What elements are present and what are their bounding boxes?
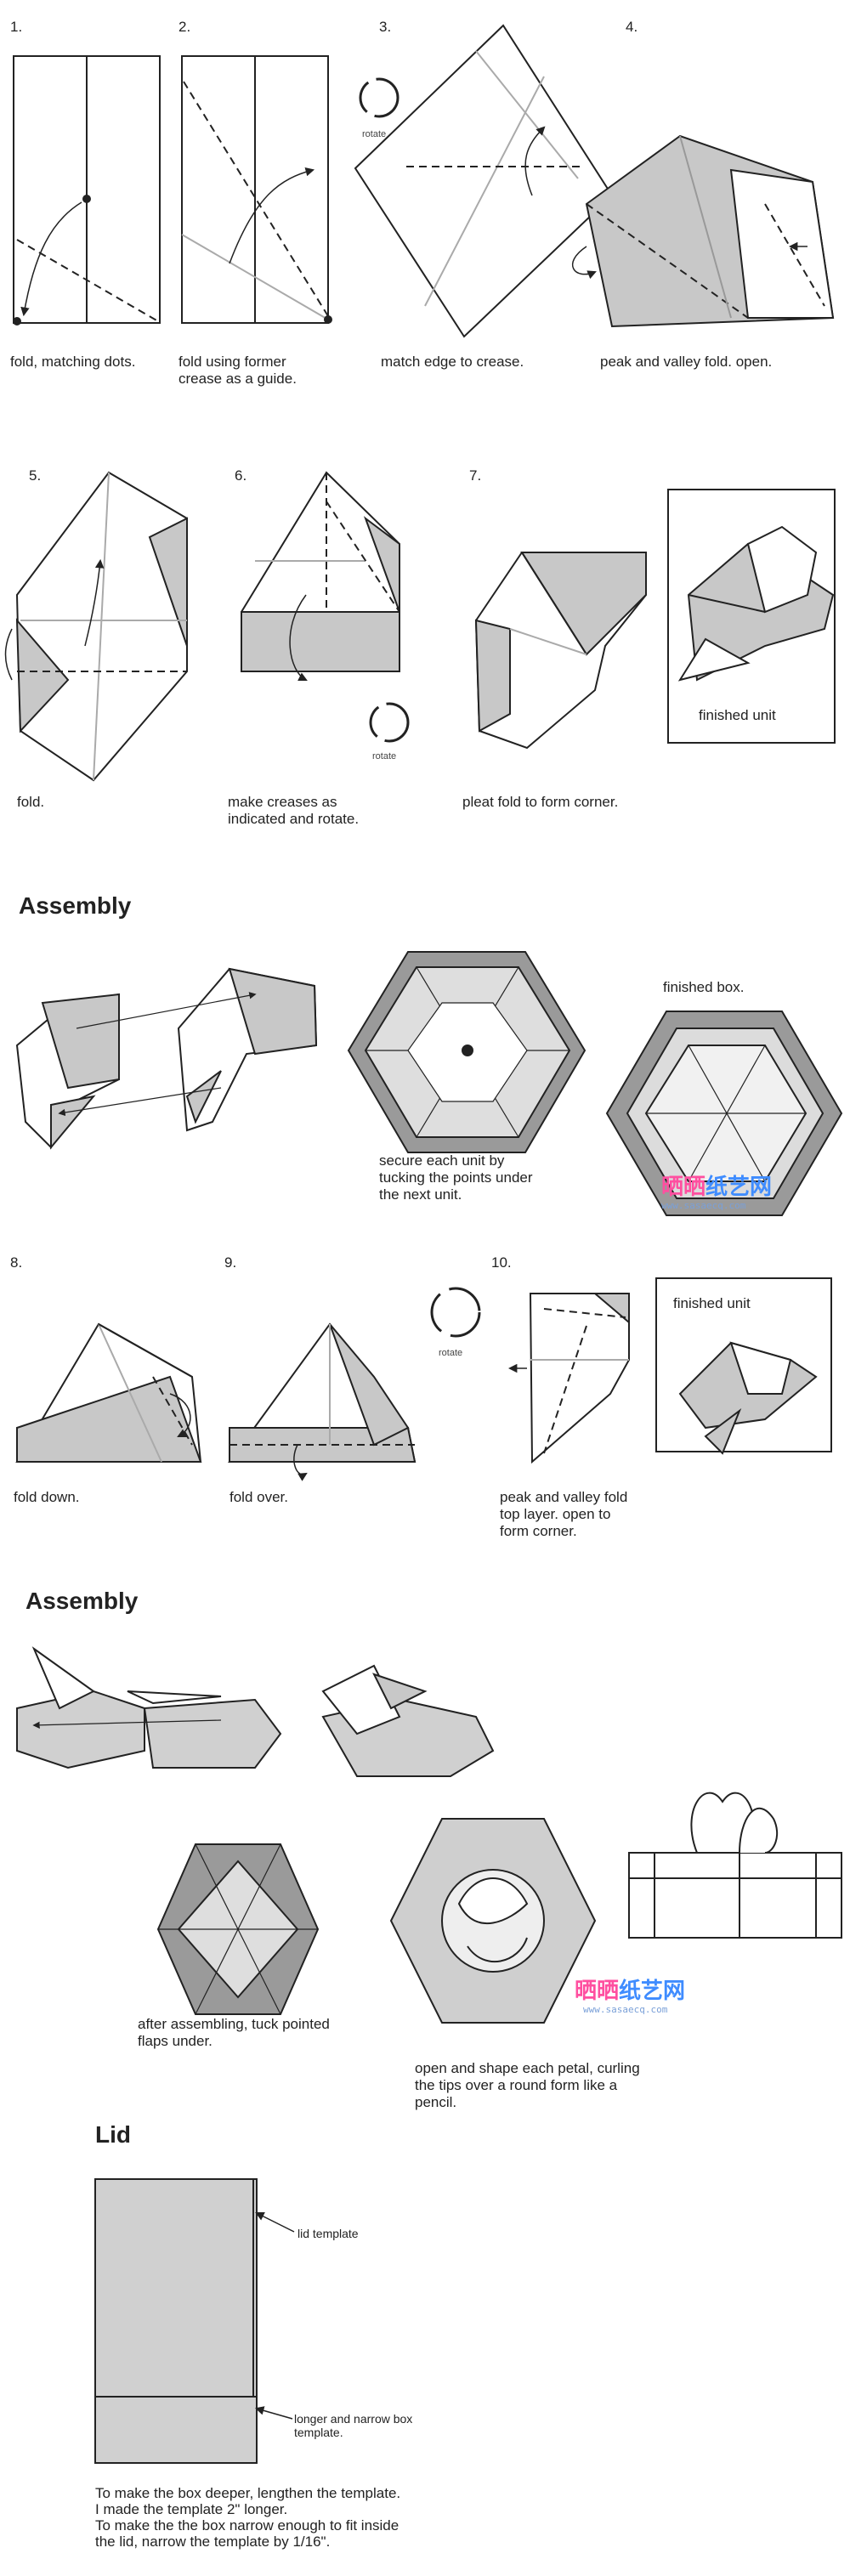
watermark-logo-1: 晒晒纸艺网 <box>661 1175 773 1200</box>
step-5-caption: fold. <box>17 794 45 810</box>
lid-notes: To make the box deeper, lengthen the tem… <box>95 2485 401 2550</box>
step-4-number: 4. <box>626 19 638 35</box>
assembly-2-caption-right: open and shape each petal, curling the t… <box>415 2060 640 2110</box>
step-10-caption: peak and valley fold top layer. open to … <box>500 1489 628 1539</box>
watermark-logo-2: 晒晒纸艺网 <box>575 1979 686 2004</box>
step-1-number: 1. <box>10 19 23 35</box>
step-7-caption: pleat fold to form corner. <box>462 794 619 810</box>
assembly-1-heading: Assembly <box>19 892 132 919</box>
assembly-1-caption: secure each unit by tucking the points u… <box>379 1152 533 1203</box>
step-7-number: 7. <box>469 467 482 484</box>
step-2-figure <box>181 55 332 324</box>
assembly-2-heading: Assembly <box>26 1588 139 1614</box>
finished-unit-label-1: finished unit <box>699 707 776 723</box>
rotate-label-3: rotate <box>439 1348 463 1358</box>
step-8-number: 8. <box>10 1254 23 1271</box>
step-9-caption: fold over. <box>230 1489 288 1505</box>
step-9-figure <box>228 1287 481 1481</box>
step-2-caption: fold using former crease as a guide. <box>178 354 297 387</box>
lid-heading: Lid <box>95 2121 131 2148</box>
step-1-caption: fold, matching dots. <box>10 354 136 370</box>
step-10-figure <box>507 1277 832 1464</box>
step-4-figure <box>571 134 835 328</box>
step-4-caption: peak and valley fold. open. <box>600 354 773 370</box>
rotate-label-1: rotate <box>362 129 387 139</box>
watermark-url-1: www.sasaecq.com <box>661 1200 746 1211</box>
step-8-figure <box>15 1322 202 1463</box>
step-3-caption: match edge to crease. <box>381 354 524 370</box>
lid-template-label: lid template <box>298 2227 359 2240</box>
rotate-label-2: rotate <box>372 751 397 761</box>
step-9-number: 9. <box>224 1254 237 1271</box>
box-template-label: longer and narrow box template. <box>294 2412 413 2439</box>
step-10-number: 10. <box>491 1254 512 1271</box>
step-8-caption: fold down. <box>14 1489 80 1505</box>
step-5-number: 5. <box>29 467 42 484</box>
watermark-url-2: www.sasaecq.com <box>583 2004 668 2015</box>
assembly-1-figure <box>15 951 843 1216</box>
finished-unit-label-2: finished unit <box>673 1295 751 1311</box>
step-3-figure <box>354 24 614 338</box>
lid-figure <box>94 2178 295 2464</box>
step-5-figure <box>4 471 188 782</box>
step-6-figure <box>241 471 410 743</box>
step-3-number: 3. <box>379 19 392 35</box>
assembly-2-caption-left: after assembling, tuck pointed flaps und… <box>138 2016 330 2049</box>
step-2-number: 2. <box>178 19 191 35</box>
step-1-figure <box>13 55 161 326</box>
assembly-2-figure <box>16 1646 842 2024</box>
step-7-figure <box>474 489 836 750</box>
finished-box-label: finished box. <box>663 979 745 995</box>
step-6-number: 6. <box>235 467 247 484</box>
step-6-caption: make creases as indicated and rotate. <box>228 794 360 827</box>
